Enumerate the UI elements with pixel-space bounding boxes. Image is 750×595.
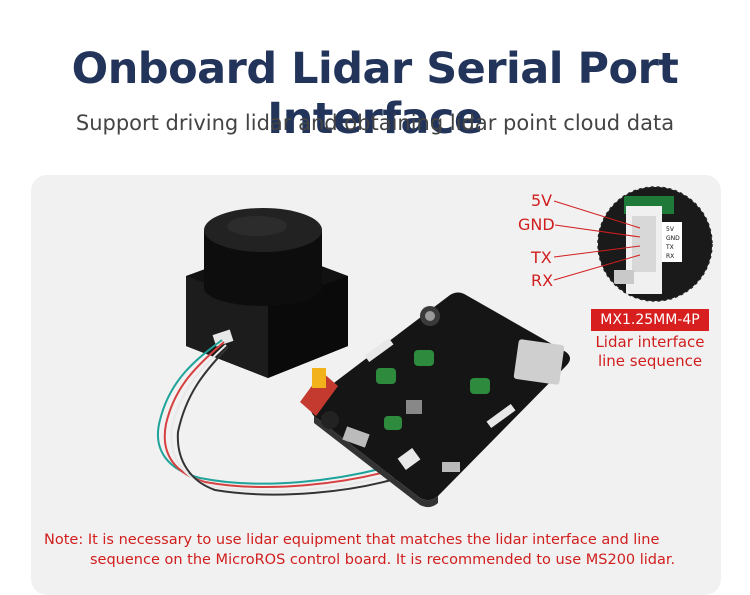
page-title: Onboard Lidar Serial Port Interface (71, 44, 679, 144)
connector-desc-line1: Lidar interface (595, 333, 705, 351)
pin-label-tx: TX (531, 248, 552, 267)
compatibility-note: Note: It is necessary to use lidar equip… (44, 530, 734, 570)
pin-label-gnd: GND (518, 215, 555, 234)
lidar-sensor-image (186, 208, 348, 378)
svg-text:TX: TX (665, 244, 674, 251)
connector-model-badge: MX1.25MM-4P (591, 309, 709, 331)
connector-desc-line2: line sequence (597, 352, 703, 370)
note-line-1: Note: It is necessary to use lidar equip… (44, 532, 660, 548)
svg-text:5V: 5V (666, 226, 675, 233)
pin-label-rx: RX (531, 271, 554, 290)
connector-zoom-inset: 5V GND TX RX (597, 186, 713, 302)
svg-text:RX: RX (666, 253, 674, 260)
page-subtitle: Support driving lidar and obtaining lida… (75, 111, 675, 135)
pin-leader-lines (553, 200, 641, 281)
note-line-2: sequence on the MicroROS control board. … (90, 552, 676, 568)
cable-image (157, 339, 412, 496)
product-illustration: 5V GND TX RX (157, 186, 713, 508)
svg-text:GND: GND (666, 235, 680, 242)
control-board-image (300, 292, 570, 508)
pin-label-5v: 5V (531, 191, 553, 210)
